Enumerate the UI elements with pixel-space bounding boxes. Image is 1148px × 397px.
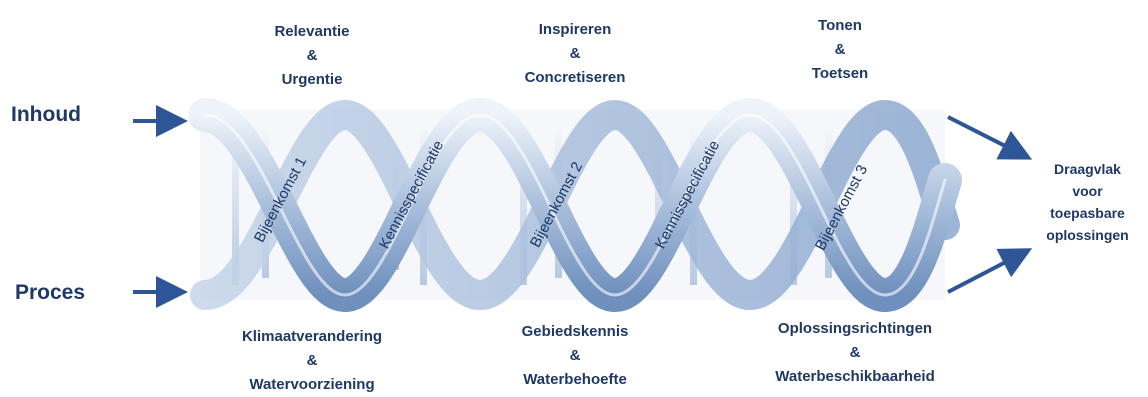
top-label-3: Tonen&Toetsen	[760, 14, 920, 86]
top-label-2: Inspireren&Concretiseren	[495, 18, 655, 90]
top-label-1: Relevantie&Urgentie	[232, 20, 392, 92]
inhoud-label: Inhoud	[11, 103, 81, 127]
result-arrow-top	[948, 117, 1025, 156]
result-arrow-bottom	[948, 252, 1025, 292]
bottom-label-3: Oplossingsrichtingen&Waterbeschikbaarhei…	[755, 317, 955, 389]
bottom-label-1: Klimaatverandering&Watervoorziening	[222, 325, 402, 397]
bottom-label-2: Gebiedskennis&Waterbehoefte	[485, 320, 665, 392]
proces-label: Proces	[15, 281, 85, 305]
